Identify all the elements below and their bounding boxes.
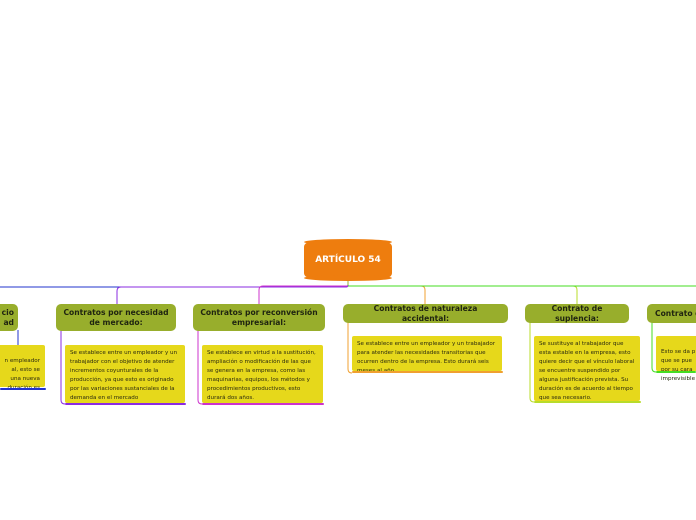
note-connector-3	[197, 330, 203, 405]
branch-line-2	[116, 285, 349, 304]
note-partial-left: n empleador al, esto se una nueva duraci…	[0, 345, 45, 391]
topic-label: cio ad	[1, 307, 14, 327]
note-necesidad-mercado: Se establece entre un empleador y un tra…	[65, 345, 185, 403]
note-suplencia: Se sustituye al trabajador que esta esta…	[534, 336, 640, 401]
topic-label: Contrato de suplencia:	[551, 303, 603, 323]
note-text: Se sustituye al trabajador que esta esta…	[539, 341, 635, 401]
note-underline-6	[656, 371, 696, 373]
branch-line-4	[348, 285, 426, 304]
topic-naturaleza-accidental[interactable]: Contratos de naturaleza accidental:	[343, 304, 508, 323]
topic-partial-left[interactable]: cio ad	[0, 304, 18, 331]
topic-label: Contratos por necesidad de mercado:	[63, 307, 169, 327]
topic-suplencia[interactable]: Contrato de suplencia:	[525, 304, 629, 323]
note-underline-3	[202, 403, 324, 405]
branch-line-5	[348, 285, 578, 304]
note-underline-1	[0, 388, 46, 390]
note-partial-right: Esto se da p que se pue por su cara impr…	[656, 336, 696, 382]
topic-reconversion-empresarial[interactable]: Contratos por reconversión empresarial:	[193, 304, 325, 331]
note-connector-6	[651, 322, 657, 373]
note-naturaleza-accidental: Se establece entre un empleador y un tra…	[352, 336, 502, 374]
note-connector-5	[529, 322, 535, 403]
note-underline-5	[534, 401, 641, 403]
note-text: Se establece en virtud a la sustitución,…	[207, 350, 316, 401]
note-text: Se establece entre un empleador y un tra…	[70, 350, 178, 401]
note-connector-2	[60, 330, 66, 405]
note-reconversion-empresarial: Se establece en virtud a la sustitución,…	[202, 345, 323, 403]
topic-label: Contratos de naturaleza accidental:	[373, 303, 478, 323]
root-node[interactable]: ARTÍCULO 54	[304, 239, 392, 281]
note-underline-4	[352, 371, 503, 373]
root-label: ARTÍCULO 54	[315, 255, 381, 265]
note-connector-4	[347, 322, 353, 374]
topic-necesidad-mercado[interactable]: Contratos por necesidad de mercado:	[56, 304, 176, 331]
note-text: Esto se da p que se pue por su cara impr…	[661, 349, 696, 382]
topic-label: Contrato d	[655, 308, 696, 318]
topic-partial-right[interactable]: Contrato d	[647, 304, 696, 323]
note-text: n empleador al, esto se una nueva duraci…	[4, 358, 40, 391]
branch-line-3	[258, 285, 348, 304]
note-text: Se establece entre un empleador y un tra…	[357, 341, 496, 374]
note-underline-2	[65, 403, 186, 405]
topic-label: Contratos por reconversión empresarial:	[200, 307, 318, 327]
